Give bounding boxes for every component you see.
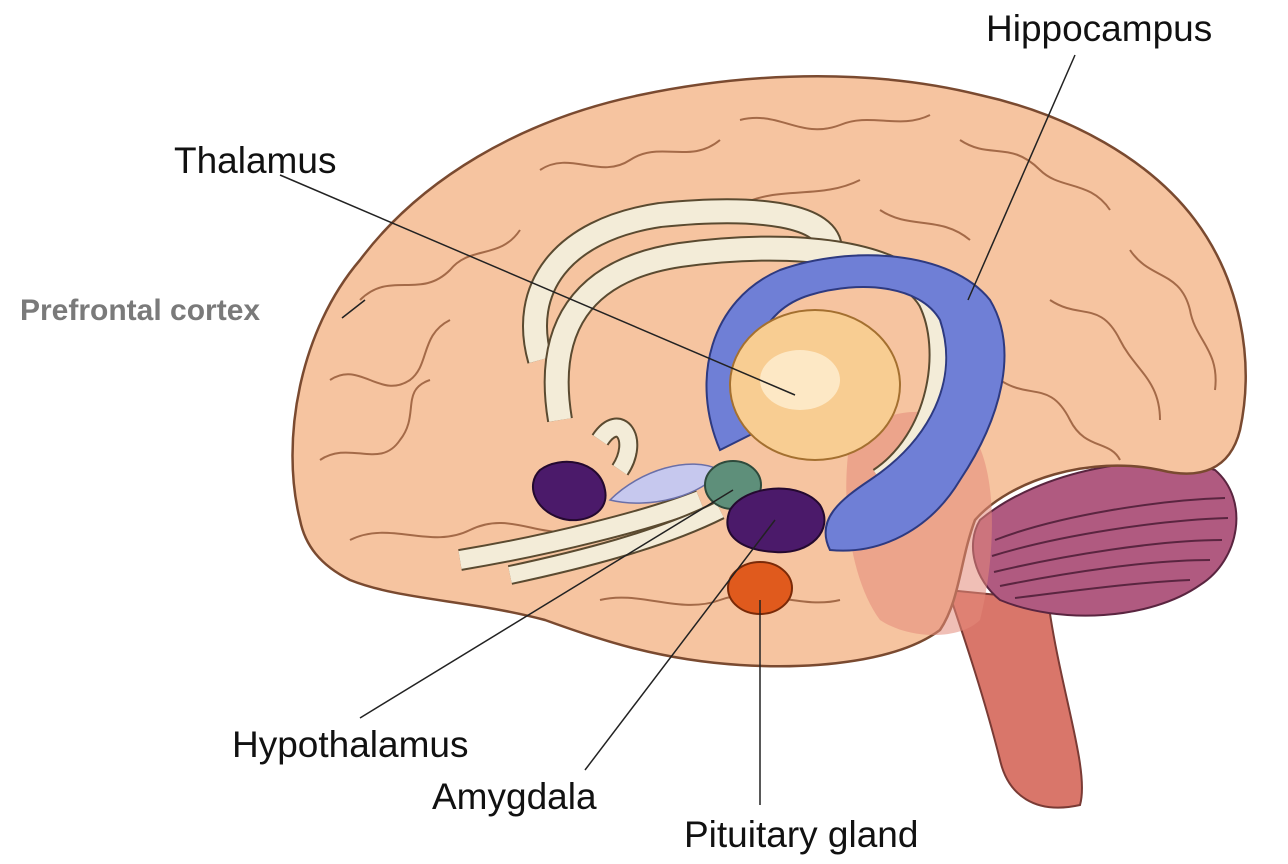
label-hippocampus: Hippocampus (986, 10, 1212, 47)
amygdala (727, 489, 824, 553)
label-hypothalamus: Hypothalamus (232, 726, 469, 763)
label-amygdala: Amygdala (432, 778, 597, 815)
thalamus-highlight (760, 350, 840, 410)
label-pituitary-gland: Pituitary gland (684, 816, 918, 853)
label-prefrontal-cortex: Prefrontal cortex (20, 296, 260, 326)
label-thalamus: Thalamus (174, 142, 336, 179)
